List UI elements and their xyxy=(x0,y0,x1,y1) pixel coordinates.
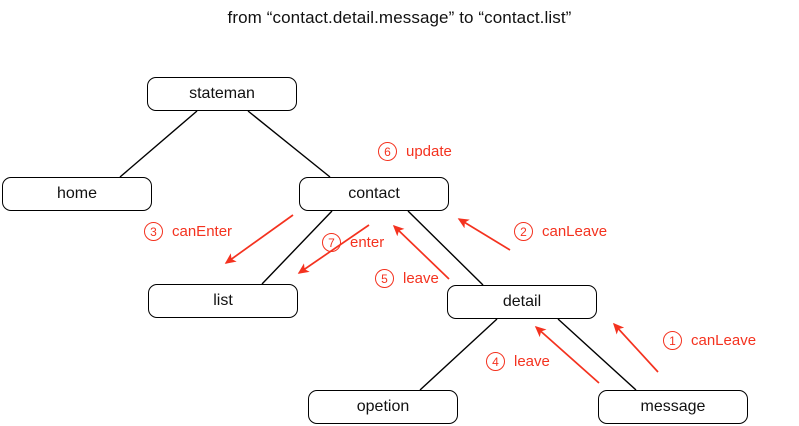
step-number-badge: 6 xyxy=(378,142,397,161)
state-node-home[interactable]: home xyxy=(2,177,152,211)
page-title: from “contact.detail.message” to “contac… xyxy=(227,8,572,27)
state-node-opetion[interactable]: opetion xyxy=(308,390,458,424)
state-node-label: home xyxy=(56,185,98,202)
transition-arrow-3 xyxy=(224,214,294,264)
transition-label-6: 6 update xyxy=(378,142,452,161)
state-node-label: message xyxy=(640,398,706,415)
step-number-badge: 5 xyxy=(375,269,394,288)
transition-label-2: 2 canLeave xyxy=(514,222,607,241)
transition-arrow-2 xyxy=(457,218,511,251)
step-number-badge: 4 xyxy=(486,352,505,371)
transition-hook-name: canEnter xyxy=(172,223,233,240)
transition-label-5: 5 leave xyxy=(375,269,439,288)
step-number-badge: 2 xyxy=(514,222,533,241)
transition-label-4: 4 leave xyxy=(486,352,550,371)
tree-edge-contact-to-detail xyxy=(407,210,484,286)
tree-edge-group xyxy=(119,110,637,391)
state-node-stateman[interactable]: stateman xyxy=(147,77,297,111)
transition-hook-name: enter xyxy=(350,234,385,251)
step-number-badge: 7 xyxy=(322,233,341,252)
state-node-label: list xyxy=(213,292,233,309)
state-node-label: contact xyxy=(348,185,400,202)
transition-arrow-1 xyxy=(612,322,659,373)
state-node-label: stateman xyxy=(189,85,255,102)
state-node-detail[interactable]: detail xyxy=(447,285,597,319)
state-node-label: opetion xyxy=(356,398,410,415)
tree-edge-contact-to-list xyxy=(261,210,333,285)
transition-hook-name: leave xyxy=(514,353,550,370)
step-number-badge: 1 xyxy=(663,331,682,350)
tree-edge-stateman-to-contact xyxy=(247,110,331,178)
transition-hook-name: canLeave xyxy=(691,332,757,349)
step-number-badge: 3 xyxy=(144,222,163,241)
transition-arrow-5 xyxy=(392,224,450,280)
transition-label-1: 1 canLeave xyxy=(663,331,756,350)
state-node-message[interactable]: message xyxy=(598,390,748,424)
transition-hook-name: update xyxy=(406,143,452,160)
transition-label-3: 3 canEnter xyxy=(144,222,232,241)
state-node-label: detail xyxy=(502,293,542,310)
state-node-contact[interactable]: contact xyxy=(299,177,449,211)
tree-edge-detail-to-opetion xyxy=(419,318,498,391)
transition-hook-name: canLeave xyxy=(542,223,608,240)
transition-hook-name: leave xyxy=(403,270,439,287)
tree-edge-detail-to-message xyxy=(557,318,637,391)
transition-label-7: 7 enter xyxy=(322,233,384,252)
tree-edge-stateman-to-home xyxy=(119,110,198,178)
state-node-list[interactable]: list xyxy=(148,284,298,318)
transition-arrow-4 xyxy=(534,325,600,384)
